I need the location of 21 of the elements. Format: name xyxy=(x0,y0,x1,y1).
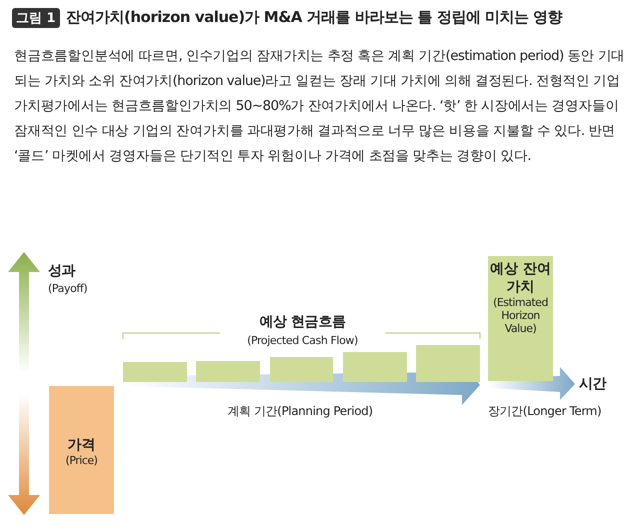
box-heading: 가격 xyxy=(68,436,96,454)
box-subtext: (Price) xyxy=(66,454,98,467)
axis-sublabel: (Payoff) xyxy=(48,282,88,295)
cash-flow-bar xyxy=(416,345,480,382)
value-box xyxy=(488,256,553,381)
axis-label: 장기간(Longer Term) xyxy=(488,403,602,420)
figure-number-badge: 그림 1 xyxy=(12,8,60,28)
box-heading: 예상 잔여가치 xyxy=(489,260,552,296)
box-subtext: (Estimated Horizon Value) xyxy=(492,296,549,335)
cash-flow-bar xyxy=(343,352,407,382)
bracket-sublabel: (Projected Cash Flow) xyxy=(246,334,359,347)
value-box xyxy=(49,386,114,514)
figure-title: 잔여가치(horizon value)가 M&A 거래를 바라보는 틀 정립에 미치는 영향 xyxy=(66,8,562,27)
cash-flow-bar xyxy=(196,361,260,382)
axis-label: 계획 기간(Planning Period) xyxy=(226,403,374,420)
bracket-label: 예상 현금흐름 xyxy=(258,313,347,331)
body-paragraph: 현금흐름할인분석에 따르면, 인수기업의 잠재가치는 추정 혹은 계획 기간(estimation period) 동안 기대되는 가치와 소위 잔여가치(horizon value)라고 일컫는 장래 기대 가치에 의해 결정된다. 전형적인 기업 가치평가에서는 현금흐름할인가치의 50~80%가 잔여가치에서 나온다. ‘핫’ 한 시장에서는 경영자들이 잠재적인 인수 대상 기업의 잔여가치를 과대평가해 결과적으로 너무 많은 비용을 지불할 수 있다. 반면 ‘콜드’ 마켓에서 경영자들은 단기적인 투자 위험이나 가격에 초점을 맞추는 경향이 있다. xyxy=(14,47,626,166)
axis-label: 성과 xyxy=(48,262,76,280)
axis-label: 시간 xyxy=(579,375,606,393)
cash-flow-bar xyxy=(123,362,187,382)
cash-flow-bar xyxy=(270,357,333,382)
